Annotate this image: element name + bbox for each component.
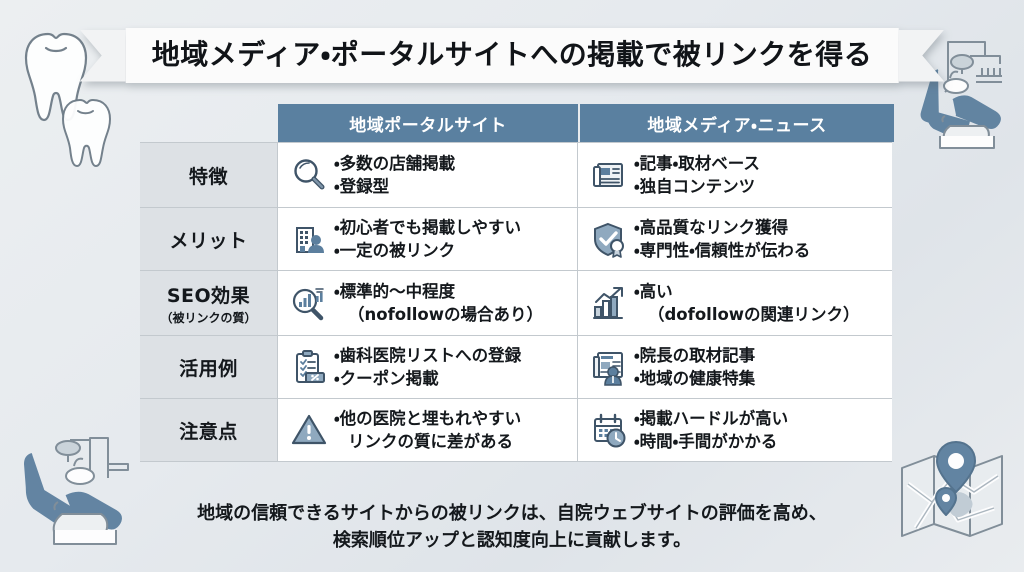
bullet-line: ・高品質なリンク獲得 bbox=[634, 217, 789, 237]
table-row: 特徴 ・多数の店舗掲載 ・登録型 bbox=[140, 142, 892, 207]
cell-text-lines: ・記事・取材ベース ・独自コンテンツ bbox=[634, 153, 760, 198]
footer-summary: 地域の信頼できるサイトからの被リンクは、自院ウェブサイトの評価を高め、 検索順位… bbox=[0, 500, 1024, 554]
clipboard-coupon-icon bbox=[288, 346, 330, 388]
cell-portal-usecase: ・歯科医院リストへの登録 ・クーポン掲載 bbox=[278, 336, 578, 398]
footer-line-2: 検索順位アップと認知度向上に貢献します。 bbox=[332, 530, 692, 551]
cell-text-lines: ・歯科医院リストへの登録 ・クーポン掲載 bbox=[334, 345, 521, 390]
table-row: メリット ・初心者でも掲載しやすい ・一定の被リンク bbox=[140, 207, 892, 270]
table-row: SEO効果 （被リンクの質） bbox=[140, 270, 892, 335]
bullet-line: ・地域の健康特集 bbox=[634, 368, 756, 388]
row-label-text: 活用例 bbox=[179, 357, 238, 380]
bullet-line: ・一定の被リンク bbox=[334, 240, 456, 260]
comparison-table: 地域ポータルサイト 地域メディア・ニュース 特徴 ・多数の店舗掲載 ・登録型 bbox=[140, 104, 894, 462]
cell-portal-feature: ・多数の店舗掲載 ・登録型 bbox=[278, 143, 578, 207]
cell-media-feature: ・記事・取材ベース ・独自コンテンツ bbox=[578, 143, 892, 207]
row-label-seo: SEO効果 （被リンクの質） bbox=[140, 271, 278, 335]
cell-text-lines: ・他の医院と埋もれやすい リンクの質に差がある bbox=[334, 408, 521, 453]
cell-text-lines: ・院長の取材記事 ・地域の健康特集 bbox=[634, 345, 755, 390]
cell-portal-caution: ・他の医院と埋もれやすい リンクの質に差がある bbox=[278, 399, 578, 461]
bullet-line: ・初心者でも掲載しやすい bbox=[334, 217, 521, 237]
row-label-usecase: 活用例 bbox=[140, 336, 278, 398]
page-title: 地域メディア・ポータルサイトへの掲載で被リンクを得る bbox=[151, 38, 873, 71]
cell-media-caution: ・掲載ハードルが高い ・時間・手間がかかる bbox=[578, 399, 892, 461]
newspaper-person-icon bbox=[588, 346, 630, 388]
row-label-merit: メリット bbox=[140, 208, 278, 270]
cell-media-seo: ・高い （dofollowの関連リンク） bbox=[578, 271, 892, 335]
bullet-line: ・独自コンテンツ bbox=[634, 176, 756, 196]
cell-portal-seo: ・標準的〜中程度 （nofollowの場合あり） bbox=[278, 271, 578, 335]
bullet-line: ・掲載ハードルが高い bbox=[634, 408, 789, 428]
cell-media-merit: ・高品質なリンク獲得 ・専門性・信頼性が伝わる bbox=[578, 208, 892, 270]
bullet-line: リンクの質に差がある bbox=[348, 431, 513, 451]
bullet-line: （nofollowの場合あり） bbox=[348, 304, 543, 324]
bullet-line: ・標準的〜中程度 bbox=[334, 281, 456, 301]
magnifier-icon bbox=[288, 154, 330, 196]
bullet-line: ・多数の店舗掲載 bbox=[334, 153, 456, 173]
row-label-text: SEO効果 bbox=[166, 284, 251, 307]
cell-text-lines: ・高い （dofollowの関連リンク） bbox=[634, 281, 860, 326]
row-label-text: 特徴 bbox=[188, 165, 228, 188]
tooth-small-decoration bbox=[58, 90, 138, 180]
table-header-blank bbox=[140, 104, 278, 142]
cell-portal-merit: ・初心者でも掲載しやすい ・一定の被リンク bbox=[278, 208, 578, 270]
row-label-text: メリット bbox=[169, 229, 248, 252]
chart-magnifier-icon bbox=[288, 282, 330, 324]
growth-chart-icon bbox=[588, 282, 630, 324]
cell-text-lines: ・初心者でも掲載しやすい ・一定の被リンク bbox=[334, 217, 521, 262]
cell-text-lines: ・標準的〜中程度 （nofollowの場合あり） bbox=[334, 281, 543, 326]
bullet-line: ・クーポン掲載 bbox=[334, 368, 439, 388]
bullet-line: ・時間・手間がかかる bbox=[634, 431, 778, 451]
cell-text-lines: ・掲載ハードルが高い ・時間・手間がかかる bbox=[634, 408, 788, 453]
table-header-media: 地域メディア・ニュース bbox=[580, 104, 894, 142]
row-label-caution: 注意点 bbox=[140, 399, 278, 461]
bullet-line: ・歯科医院リストへの登録 bbox=[334, 345, 522, 365]
row-label-feature: 特徴 bbox=[140, 143, 278, 207]
cell-text-lines: ・多数の店舗掲載 ・登録型 bbox=[334, 153, 455, 198]
calendar-clock-icon bbox=[588, 409, 630, 451]
warning-triangle-icon bbox=[288, 409, 330, 451]
bullet-line: ・登録型 bbox=[334, 176, 390, 196]
bullet-line: ・院長の取材記事 bbox=[634, 345, 756, 365]
cell-media-usecase: ・院長の取材記事 ・地域の健康特集 bbox=[578, 336, 892, 398]
shield-check-badge-icon bbox=[588, 218, 630, 260]
table-row: 活用例 bbox=[140, 335, 892, 398]
newspaper-icon bbox=[588, 154, 630, 196]
bullet-line: ・他の医院と埋もれやすい bbox=[334, 408, 522, 428]
bullet-line: （dofollowの関連リンク） bbox=[648, 304, 860, 324]
ribbon-tail-left bbox=[79, 29, 126, 82]
footer-line-1: 地域の信頼できるサイトからの被リンクは、自院ウェブサイトの評価を高め、 bbox=[197, 503, 827, 524]
table-row: 注意点 ・他の医院と埋もれやすい リンクの質に差がある bbox=[140, 398, 892, 462]
title-banner-body: 地域メディア・ポータルサイトへの掲載で被リンクを得る bbox=[125, 28, 899, 83]
building-person-icon bbox=[288, 218, 330, 260]
ribbon-tail-right bbox=[898, 29, 945, 82]
bullet-line: ・高い bbox=[634, 281, 673, 301]
row-label-text: 注意点 bbox=[179, 420, 238, 443]
title-banner: 地域メディア・ポータルサイトへの掲載で被リンクを得る bbox=[79, 28, 945, 83]
bullet-line: ・記事・取材ベース bbox=[634, 153, 760, 173]
table-header-row: 地域ポータルサイト 地域メディア・ニュース bbox=[140, 104, 894, 142]
table-header-portal: 地域ポータルサイト bbox=[278, 104, 580, 142]
bullet-line: ・専門性・信頼性が伝わる bbox=[634, 240, 811, 260]
cell-text-lines: ・高品質なリンク獲得 ・専門性・信頼性が伝わる bbox=[634, 217, 810, 262]
row-label-subtext: （被リンクの質） bbox=[160, 310, 257, 325]
